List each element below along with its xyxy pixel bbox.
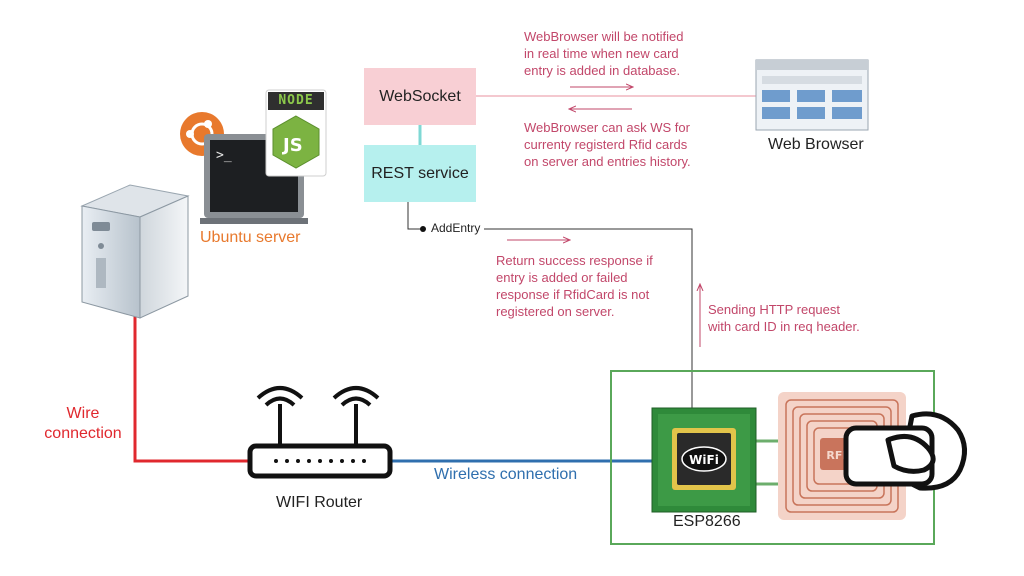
addentry-esp-line xyxy=(484,228,693,408)
wireless-connection-label: Wireless connection xyxy=(434,466,578,483)
ubuntu-server-label: Ubuntu server xyxy=(200,229,301,246)
add-entry-label: AddEntry xyxy=(431,221,481,235)
esp8266-label: ESP8266 xyxy=(673,513,741,530)
response-note-line: response if RfidCard is not xyxy=(496,287,650,302)
response-note-line: registered on server. xyxy=(496,304,615,319)
rest-addentry-line xyxy=(407,202,422,230)
response-note-line: Return success response if xyxy=(496,253,653,268)
ask-note-line: WebBrowser can ask WS for xyxy=(524,120,690,135)
wire-label-line: connection xyxy=(44,425,122,442)
websocket-node: WebSocket xyxy=(364,68,476,125)
wire-line xyxy=(133,314,250,463)
web-browser-label: Web Browser xyxy=(768,136,864,153)
notify-note-line: entry is added in database. xyxy=(524,63,681,78)
wire-connection-label: Wire connection xyxy=(40,404,126,444)
response-note: Return success response if entry is adde… xyxy=(496,252,653,320)
http-note-line: with card ID in req header. xyxy=(708,319,860,334)
notify-note-line: WebBrowser will be notified xyxy=(524,29,684,44)
rest-service-label: REST service xyxy=(371,164,469,182)
ask-note-line: currenty registerd Rfid cards xyxy=(524,137,688,152)
svg-text:>_: >_ xyxy=(216,148,232,163)
node-badge-text: NODE xyxy=(278,93,314,108)
ask-note: WebBrowser can ask WS for currenty regis… xyxy=(524,119,691,170)
notify-note-line: in real time when new card xyxy=(524,46,679,61)
wifi-chip-text: WiFi xyxy=(689,453,719,467)
websocket-label: WebSocket xyxy=(379,87,461,105)
wifi-router-label: WIFI Router xyxy=(276,494,363,511)
notify-note: WebBrowser will be notified in real time… xyxy=(524,28,683,79)
rest-service-node: REST service xyxy=(364,145,476,202)
http-note-line: Sending HTTP request xyxy=(708,302,840,317)
wire-label-line: Wire xyxy=(66,405,100,422)
http-note: Sending HTTP request with card ID in req… xyxy=(708,301,860,335)
response-note-line: entry is added or failed xyxy=(496,270,628,285)
svg-text:JS: JS xyxy=(281,135,303,156)
addentry-dot xyxy=(420,226,426,232)
ask-note-line: on server and entries history. xyxy=(524,154,691,169)
